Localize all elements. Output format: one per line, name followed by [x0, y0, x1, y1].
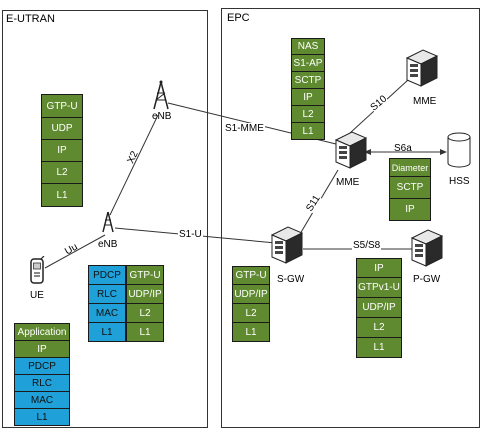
layer: L2	[232, 304, 270, 323]
layer: IP	[356, 258, 402, 278]
pgw-server-icon	[411, 229, 443, 267]
s6a-arrow-left	[364, 149, 371, 155]
hss-label: HSS	[449, 176, 470, 187]
layer: UDP/IP	[232, 285, 270, 304]
mme-peer-server-icon	[406, 49, 438, 87]
layer: L1	[88, 323, 126, 342]
layer: MAC	[88, 304, 126, 323]
database-icon	[447, 132, 471, 168]
s1-mme-label: S1-MME	[224, 123, 265, 134]
layer: RLC	[88, 285, 126, 304]
enb-top-label: eNB	[152, 111, 172, 122]
layer: GTP-U	[232, 266, 270, 285]
pgw-stack: IP GTPv1-U UDP/IP L2 L1	[356, 258, 402, 358]
layer: UDP/IP	[356, 298, 402, 318]
layer: NAS	[291, 38, 325, 55]
sgw-server-icon	[271, 226, 303, 264]
epc-title: EPC	[227, 12, 250, 24]
enb-bottom-left-stack: PDCP RLC MAC L1	[88, 265, 126, 342]
layer: UDP/IP	[126, 285, 164, 304]
layer: L1	[291, 123, 325, 140]
layer: RLC	[14, 375, 70, 392]
enb-bottom-label: eNB	[98, 239, 118, 250]
layer: L1	[14, 409, 70, 426]
layer: S1-AP	[291, 55, 325, 72]
hss-stack: Diameter SCTP IP	[389, 158, 431, 221]
layer: SCTP	[389, 177, 431, 199]
enb-antenna-icon	[102, 211, 114, 233]
layer: Diameter	[389, 158, 431, 177]
layer: Application	[14, 323, 70, 341]
mme-peer-label: MME	[413, 96, 437, 107]
layer: L1	[126, 323, 164, 342]
pgw-label: P-GW	[413, 274, 441, 285]
layer: L2	[291, 106, 325, 123]
eutran-title: E-UTRAN	[6, 13, 55, 25]
layer: L2	[356, 318, 402, 338]
ue-label: UE	[30, 290, 44, 301]
layer: UDP	[41, 118, 83, 140]
layer: PDCP	[88, 265, 126, 285]
layer: PDCP	[14, 358, 70, 375]
s5s8-label: S5/S8	[352, 240, 382, 251]
layer: GTPv1-U	[356, 278, 402, 298]
mme-stack: NAS S1-AP SCTP IP L2 L1	[291, 38, 325, 140]
layer: L2	[126, 304, 164, 323]
layer: L2	[41, 162, 83, 184]
enb-bottom-right-stack: GTP-U UDP/IP L2 L1	[126, 265, 164, 342]
layer: IP	[389, 199, 431, 221]
x2-link	[109, 114, 159, 216]
mme-label: MME	[336, 177, 360, 188]
sgw-label: S-GW	[277, 274, 305, 285]
layer: SCTP	[291, 72, 325, 89]
layer: IP	[41, 140, 83, 162]
layer: GTP-U	[126, 265, 164, 285]
phone-icon	[30, 256, 45, 284]
layer: IP	[291, 89, 325, 106]
s6a-arrow-right	[440, 149, 447, 155]
sgw-stack: GTP-U UDP/IP L2 L1	[232, 266, 270, 342]
mme-server-icon	[335, 131, 367, 169]
layer: L1	[41, 184, 83, 207]
s1-u-label: S1-U	[178, 229, 203, 240]
layer: GTP-U	[41, 94, 83, 118]
uu-link	[44, 234, 106, 269]
s6a-label: S6a	[394, 143, 412, 154]
enb-top-stack: GTP-U UDP IP L2 L1	[41, 94, 83, 207]
ue-stack: Application IP PDCP RLC MAC L1	[14, 323, 70, 426]
layer: L1	[232, 323, 270, 342]
enb-antenna-icon	[153, 80, 169, 110]
layer: L1	[356, 338, 402, 358]
layer: IP	[14, 341, 70, 358]
layer: MAC	[14, 392, 70, 409]
